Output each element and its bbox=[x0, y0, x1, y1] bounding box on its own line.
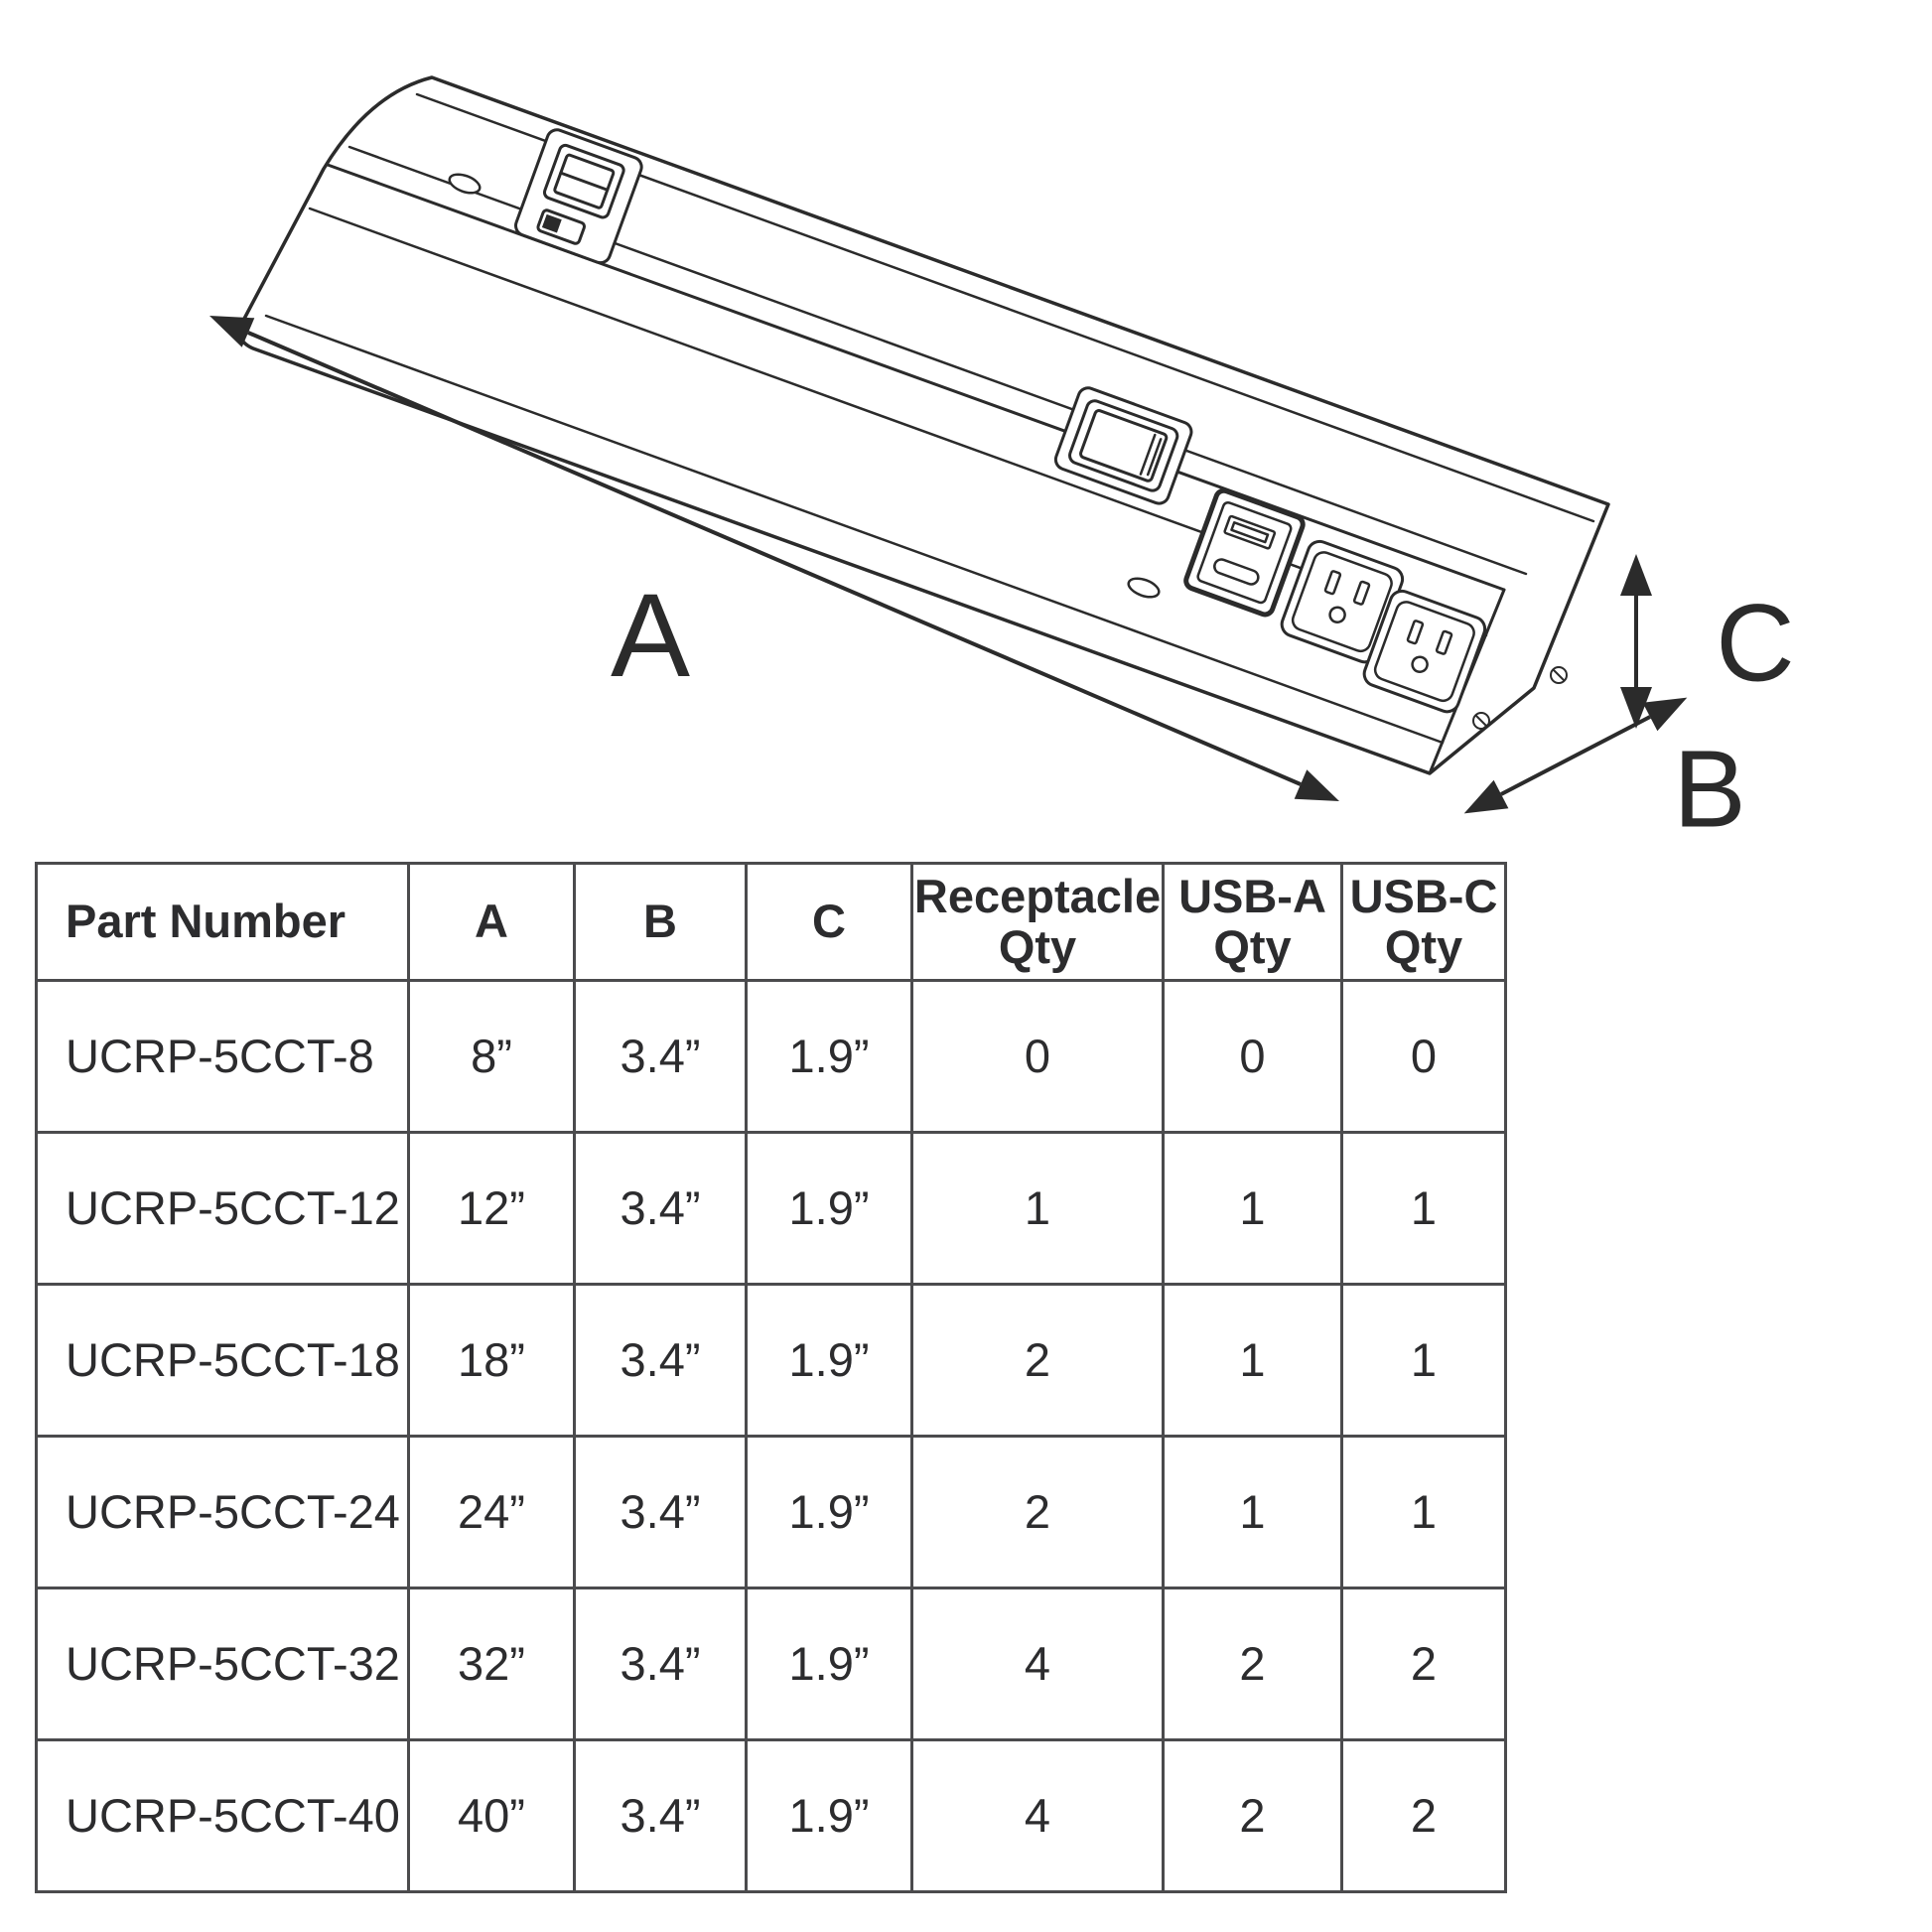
cell-receptacle-qty: 1 bbox=[910, 1131, 1165, 1286]
end-cap-screws-icon bbox=[1472, 666, 1568, 730]
cell-dim-b: 3.4” bbox=[573, 1435, 748, 1589]
usb-c-port-icon bbox=[1213, 558, 1260, 586]
dim-c-arrow-icon bbox=[1620, 554, 1652, 729]
cell-receptacle-qty: 0 bbox=[910, 979, 1165, 1134]
header-usb-c-qty: USB-C Qty bbox=[1340, 862, 1507, 982]
header-usb-a-qty: USB-A Qty bbox=[1162, 862, 1343, 982]
spec-row: UCRP-5CCT-24 24” 3.4” 1.9” 2 1 1 bbox=[35, 1435, 1507, 1589]
header-dim-b: B bbox=[573, 862, 748, 982]
fixture-isometric-drawing: A B C bbox=[209, 75, 1795, 851]
rocker-switch-icon bbox=[1053, 386, 1193, 505]
header-dim-a: A bbox=[407, 862, 576, 982]
cell-dim-b: 3.4” bbox=[573, 1738, 748, 1893]
header-dim-c: C bbox=[745, 862, 913, 982]
cell-usb-a-qty: 1 bbox=[1162, 1283, 1343, 1438]
cell-dim-a: 12” bbox=[407, 1131, 576, 1286]
dim-label-a: A bbox=[611, 569, 690, 702]
cell-dim-c: 1.9” bbox=[745, 1738, 913, 1893]
cell-dim-c: 1.9” bbox=[745, 1435, 913, 1589]
cell-dim-a: 32” bbox=[407, 1587, 576, 1741]
cell-receptacle-qty: 2 bbox=[910, 1283, 1165, 1438]
cell-part-number: UCRP-5CCT-40 bbox=[35, 1738, 410, 1893]
dimension-annotations: A B C bbox=[209, 316, 1795, 851]
spec-row: UCRP-5CCT-40 40” 3.4” 1.9” 4 2 2 bbox=[35, 1738, 1507, 1893]
cell-usb-a-qty: 2 bbox=[1162, 1738, 1343, 1893]
cell-dim-b: 3.4” bbox=[573, 979, 748, 1134]
dim-label-c: C bbox=[1716, 583, 1794, 705]
dim-b-arrow-icon bbox=[1463, 697, 1688, 814]
dim-label-b: B bbox=[1673, 729, 1745, 851]
cell-usb-a-qty: 1 bbox=[1162, 1435, 1343, 1589]
cell-usb-a-qty: 1 bbox=[1162, 1131, 1343, 1286]
usb-module-icon bbox=[1183, 487, 1306, 618]
dim-a-arrow-icon bbox=[209, 316, 1339, 801]
header-receptacle-qty: Receptacle Qty bbox=[910, 862, 1165, 982]
cell-receptacle-qty: 4 bbox=[910, 1587, 1165, 1741]
spec-table: Part Number A B C Receptacle Qty USB-A Q… bbox=[35, 862, 1507, 1893]
mounting-hole-left-icon bbox=[448, 173, 482, 195]
cell-dim-c: 1.9” bbox=[745, 979, 913, 1134]
cell-part-number: UCRP-5CCT-24 bbox=[35, 1435, 410, 1589]
cell-dim-a: 40” bbox=[407, 1738, 576, 1893]
cell-usb-c-qty: 2 bbox=[1340, 1587, 1507, 1741]
cell-usb-c-qty: 1 bbox=[1340, 1435, 1507, 1589]
receptacle-2-icon bbox=[1362, 589, 1487, 714]
cell-dim-a: 18” bbox=[407, 1283, 576, 1438]
cell-dim-b: 3.4” bbox=[573, 1587, 748, 1741]
cell-dim-c: 1.9” bbox=[745, 1131, 913, 1286]
cell-receptacle-qty: 4 bbox=[910, 1738, 1165, 1893]
cell-dim-a: 8” bbox=[407, 979, 576, 1134]
cell-usb-a-qty: 0 bbox=[1162, 979, 1343, 1134]
mounting-hole-right-icon bbox=[1127, 577, 1161, 599]
spec-row: UCRP-5CCT-12 12” 3.4” 1.9” 1 1 1 bbox=[35, 1131, 1507, 1286]
receptacle-1-icon bbox=[1280, 539, 1405, 664]
cell-part-number: UCRP-5CCT-12 bbox=[35, 1131, 410, 1286]
fixture-body-outline bbox=[237, 75, 1610, 775]
usb-a-port-icon bbox=[1223, 514, 1277, 550]
cell-usb-a-qty: 2 bbox=[1162, 1587, 1343, 1741]
cell-dim-c: 1.9” bbox=[745, 1587, 913, 1741]
cell-dim-b: 3.4” bbox=[573, 1131, 748, 1286]
cell-part-number: UCRP-5CCT-18 bbox=[35, 1283, 410, 1438]
cell-dim-a: 24” bbox=[407, 1435, 576, 1589]
cell-receptacle-qty: 2 bbox=[910, 1435, 1165, 1589]
cell-dim-c: 1.9” bbox=[745, 1283, 913, 1438]
spec-row: UCRP-5CCT-32 32” 3.4” 1.9” 4 2 2 bbox=[35, 1587, 1507, 1741]
header-part-number: Part Number bbox=[35, 862, 410, 982]
cell-usb-c-qty: 0 bbox=[1340, 979, 1507, 1134]
cell-usb-c-qty: 1 bbox=[1340, 1283, 1507, 1438]
cell-part-number: UCRP-5CCT-32 bbox=[35, 1587, 410, 1741]
cell-part-number: UCRP-5CCT-8 bbox=[35, 979, 410, 1134]
header-row: Part Number A B C Receptacle Qty USB-A Q… bbox=[35, 862, 1507, 982]
cell-dim-b: 3.4” bbox=[573, 1283, 748, 1438]
power-switch-icon bbox=[514, 128, 643, 265]
cell-usb-c-qty: 2 bbox=[1340, 1738, 1507, 1893]
spec-row: UCRP-5CCT-18 18” 3.4” 1.9” 2 1 1 bbox=[35, 1283, 1507, 1438]
spec-row: UCRP-5CCT-8 8” 3.4” 1.9” 0 0 0 bbox=[35, 979, 1507, 1134]
cell-usb-c-qty: 1 bbox=[1340, 1131, 1507, 1286]
